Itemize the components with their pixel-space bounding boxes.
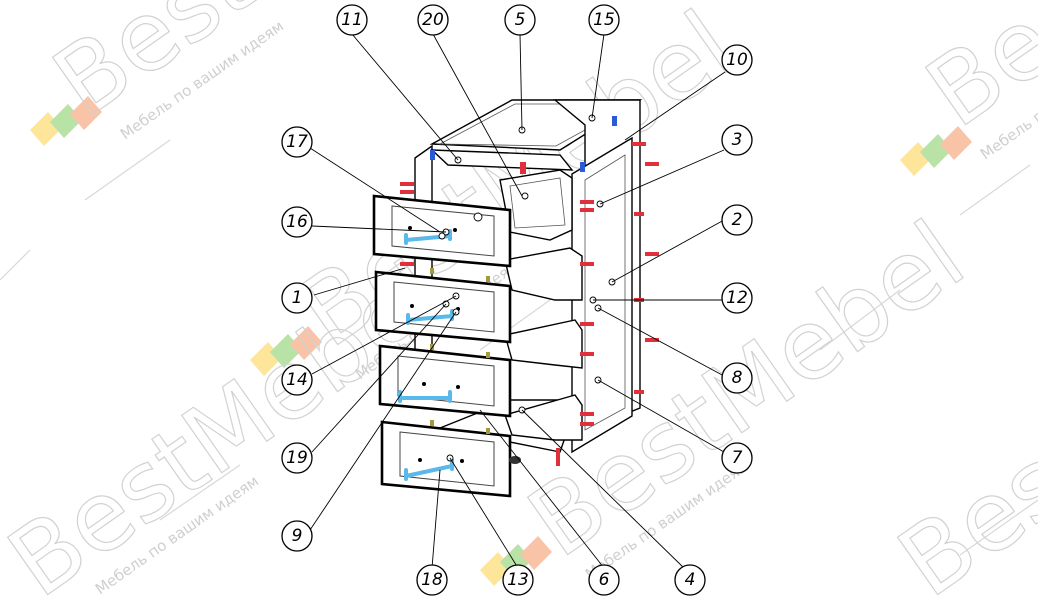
callout-4: 4 (674, 564, 706, 596)
svg-text:8: 8 (732, 368, 743, 388)
callout-15: 15 (588, 4, 620, 36)
drawer-box-2 (504, 247, 583, 301)
cabinet-assembly (372, 99, 659, 498)
svg-text:9: 9 (292, 526, 303, 546)
callout-18: 18 (416, 564, 448, 596)
leader-lines (309, 33, 726, 569)
svg-text:3: 3 (732, 130, 743, 150)
callout-9: 9 (281, 520, 313, 552)
callout-14: 14 (281, 364, 313, 396)
callout-5: 5 (504, 4, 536, 36)
callout-19: 19 (281, 442, 313, 474)
svg-text:13: 13 (507, 570, 529, 590)
svg-text:16: 16 (286, 212, 308, 232)
callout-16: 16 (281, 206, 313, 238)
svg-text:12: 12 (726, 288, 748, 308)
svg-text:5: 5 (515, 10, 526, 30)
callout-12: 12 (721, 282, 753, 314)
fasteners (400, 116, 659, 466)
drawer-box-4 (504, 394, 583, 441)
callout-11: 11 (336, 4, 368, 36)
callout-13: 13 (502, 564, 534, 596)
svg-text:2: 2 (732, 210, 743, 230)
svg-text:6: 6 (599, 570, 610, 590)
callout-17: 17 (281, 126, 313, 158)
callout-10: 10 (721, 44, 753, 76)
svg-text:10: 10 (726, 50, 748, 70)
svg-text:11: 11 (341, 10, 363, 30)
svg-text:17: 17 (286, 132, 308, 152)
svg-text:15: 15 (593, 10, 615, 30)
svg-text:20: 20 (422, 10, 444, 30)
svg-text:7: 7 (732, 448, 743, 468)
drawer-handle-2 (406, 314, 454, 322)
drawer-box-3 (504, 319, 583, 369)
drawer-front-3 (378, 344, 512, 418)
svg-text:18: 18 (421, 570, 443, 590)
callout-3: 3 (721, 124, 753, 156)
callout-20: 20 (417, 4, 449, 36)
drawer-handle-4 (404, 464, 454, 478)
watermark-logo-top-right: BestMebel Мебель по вашим идеям (900, 0, 1038, 216)
svg-text:19: 19 (286, 448, 308, 468)
callouts: 11 20 5 15 10 3 17 16 2 1 12 14 8 7 19 9… (281, 4, 753, 596)
callout-1: 1 (281, 282, 313, 314)
svg-text:1: 1 (292, 288, 303, 308)
callout-8: 8 (721, 362, 753, 394)
callout-2: 2 (721, 204, 753, 236)
callout-7: 7 (721, 442, 753, 474)
drawer-front-4 (380, 420, 512, 498)
svg-text:4: 4 (685, 570, 696, 590)
callout-6: 6 (588, 564, 620, 596)
svg-text:14: 14 (286, 370, 308, 390)
